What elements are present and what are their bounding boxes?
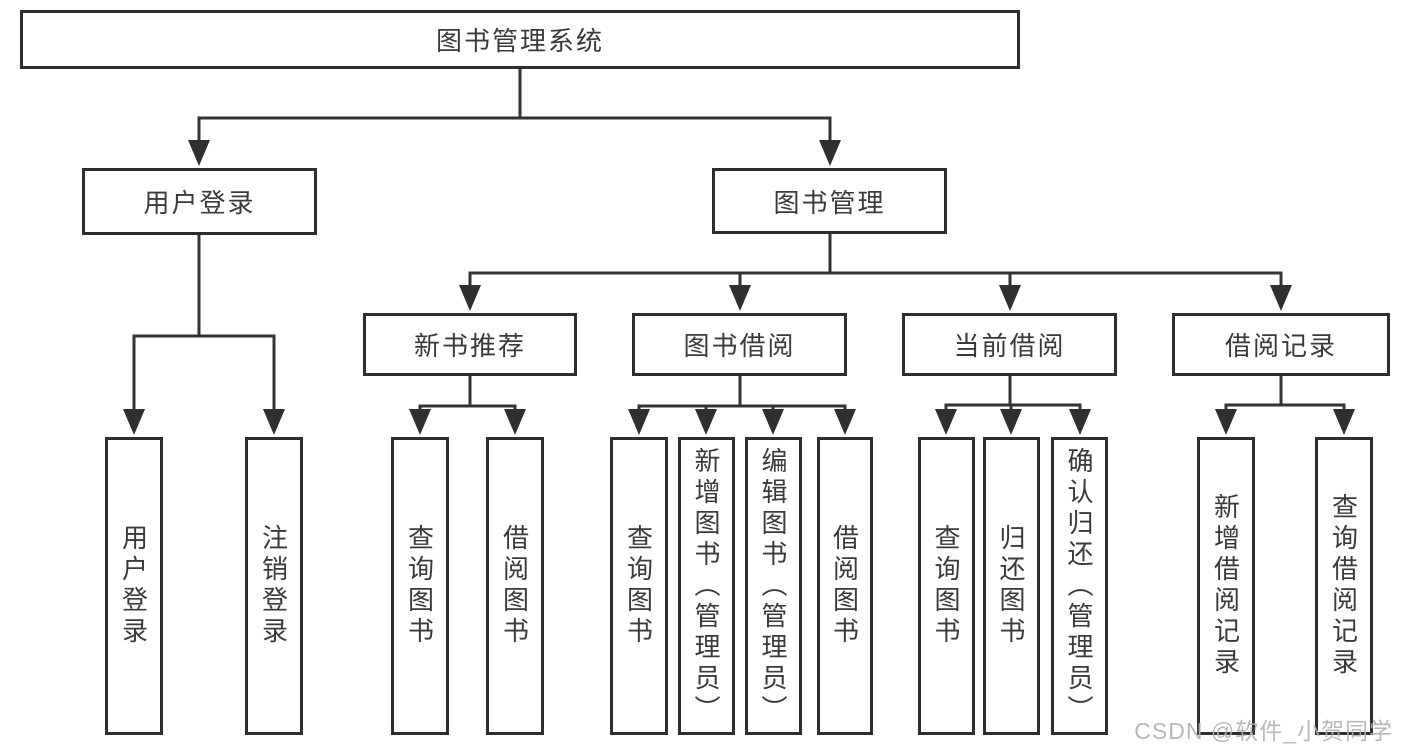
leaf-user-login: 用户登录 xyxy=(105,437,163,735)
leaf-borrow-books-borrow: 借阅图书 xyxy=(817,437,873,735)
leaf-add-borrow-record: 新增借阅记录 xyxy=(1197,437,1255,735)
leaf-edit-book-admin: 编辑图书（管理员） xyxy=(745,437,802,735)
leaf-query-books-borrow: 查询图书 xyxy=(610,437,668,735)
watermark-text: CSDN @软件_小贺同学 xyxy=(1134,718,1393,744)
leaf-query-books-newbook: 查询图书 xyxy=(391,437,449,735)
leaf-add-book-admin: 新增图书（管理员） xyxy=(678,437,735,735)
leaf-query-borrow-record: 查询借阅记录 xyxy=(1315,437,1373,735)
node-borrowing-records: 借阅记录 xyxy=(1172,313,1390,376)
leaf-logout: 注销登录 xyxy=(245,437,303,735)
node-book-borrowing: 图书借阅 xyxy=(632,313,847,376)
leaf-return-books: 归还图书 xyxy=(983,437,1040,735)
leaf-query-books-current: 查询图书 xyxy=(918,437,975,735)
node-user-login: 用户登录 xyxy=(82,168,317,235)
node-current-borrowing: 当前借阅 xyxy=(902,313,1117,376)
leaf-borrow-books-newbook: 借阅图书 xyxy=(486,437,544,735)
node-book-management: 图书管理 xyxy=(712,168,947,234)
leaf-confirm-return-admin: 确认归还（管理员） xyxy=(1051,437,1108,735)
node-library-management-system: 图书管理系统 xyxy=(20,10,1020,69)
arrowheads xyxy=(123,140,1355,435)
node-new-book-recommend: 新书推荐 xyxy=(363,313,577,376)
